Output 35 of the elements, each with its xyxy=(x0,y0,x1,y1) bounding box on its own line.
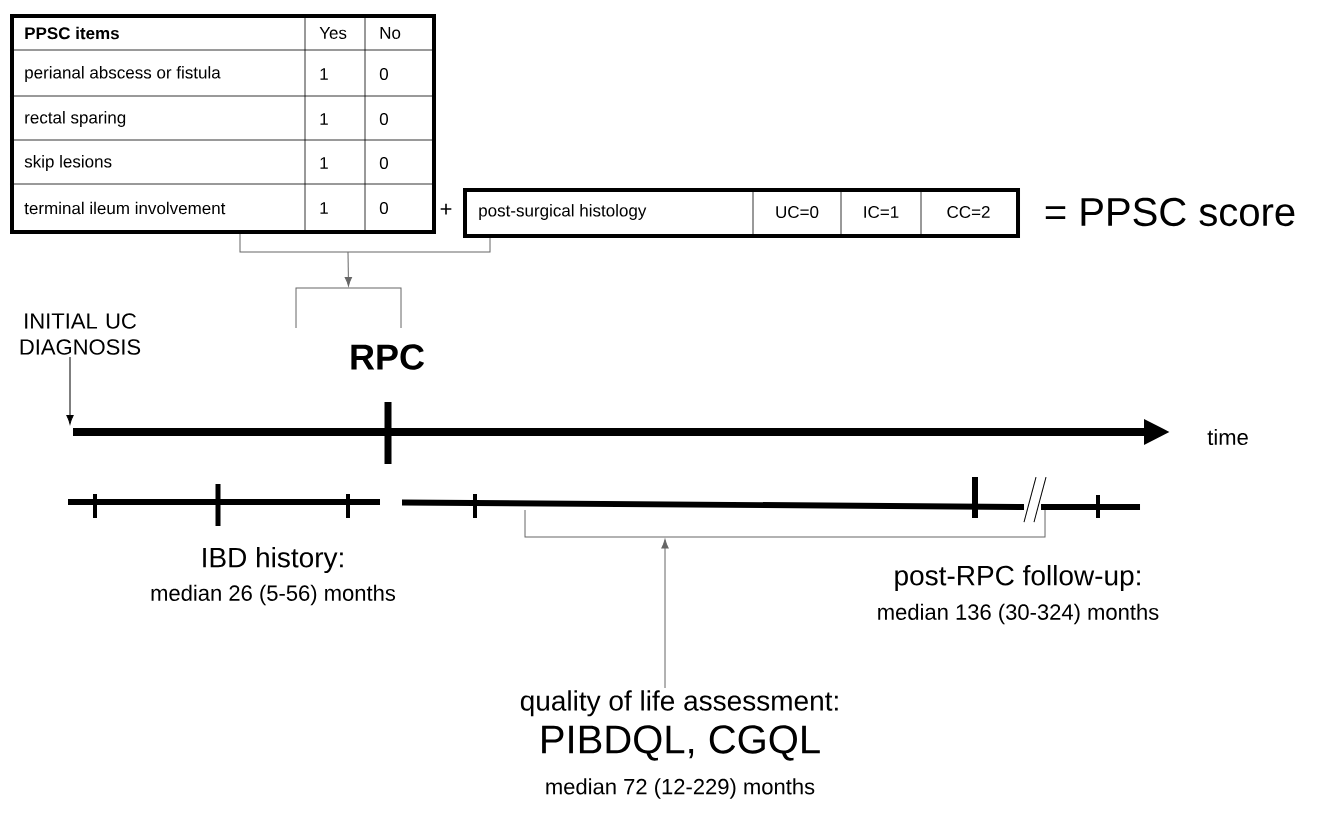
table-cell: IC=1 xyxy=(864,206,899,219)
plus-sign: + xyxy=(440,203,452,215)
bracket xyxy=(295,287,402,329)
table-cell: perianal abscess or fistula xyxy=(25,66,221,82)
table-cell: 1 xyxy=(320,157,328,169)
header-cell: No xyxy=(380,27,401,39)
period-label: IBD history: xyxy=(203,546,343,574)
table-cell: 1 xyxy=(320,113,328,125)
arrow xyxy=(239,233,491,287)
table-cell: 0 xyxy=(379,68,388,81)
table-cell: 0 xyxy=(379,157,388,170)
event-label: INITIAL UC DIAGNOSIS xyxy=(20,313,141,355)
score-table xyxy=(463,187,1020,238)
bracket xyxy=(524,509,1046,538)
table-cell: post-surgical histology xyxy=(479,204,647,220)
table-cell: rectal sparing xyxy=(25,111,126,127)
table xyxy=(9,13,436,234)
period-label: median 136 (30-324) months xyxy=(878,603,1159,625)
event-label: RPC xyxy=(351,344,424,370)
header-cell: PPSC items xyxy=(25,26,119,40)
table-cell: 1 xyxy=(320,202,328,214)
period-label: post-RPC follow-up: xyxy=(895,564,1140,592)
table-cell: skip lesions xyxy=(24,155,112,171)
arrow xyxy=(66,356,74,425)
table-cell: 0 xyxy=(379,113,388,126)
table-cell: terminal ileum involvement xyxy=(24,201,226,215)
arrow xyxy=(661,539,669,689)
table-cell: 0 xyxy=(379,202,388,215)
assessment-text: quality of life assessment: PIBDQL, CGQL median 72 (12-229) months xyxy=(520,690,838,799)
header-cell: Yes xyxy=(319,27,347,39)
table-cell: 1 xyxy=(320,68,328,80)
table-cell: CC=2 xyxy=(947,206,990,219)
period-label: median 26 (5-56) months xyxy=(151,584,396,606)
axis-label: time xyxy=(1207,428,1248,446)
table-cell: UC=0 xyxy=(776,206,819,219)
